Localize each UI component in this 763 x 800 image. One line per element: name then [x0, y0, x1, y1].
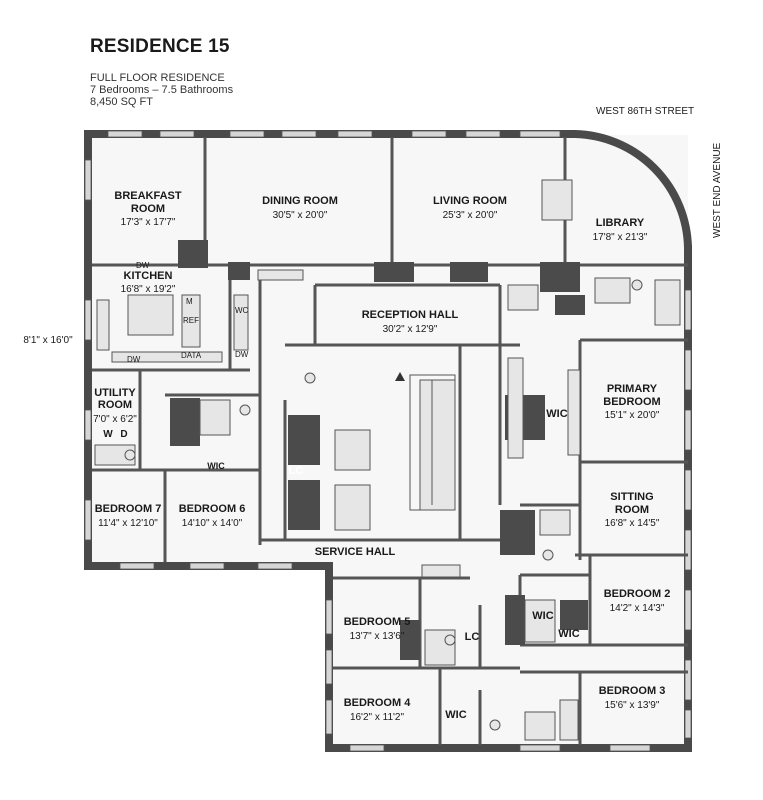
room-labels: BREAKFAST ROOM 17'3" x 17'7" DINING ROOM…	[93, 190, 670, 723]
data-label: DATA	[181, 351, 202, 360]
breakfast-room-name-2: ROOM	[131, 203, 165, 215]
windows	[84, 130, 692, 752]
residence-title: RESIDENCE 15	[90, 36, 230, 57]
kitchen-dims: 16'8" x 19'2"	[121, 284, 176, 295]
dw-label-kitchen: DW	[136, 261, 150, 270]
dw-label-island: DW	[127, 355, 141, 364]
kitchen-name: KITCHEN	[124, 270, 173, 282]
m-label: M	[186, 297, 193, 306]
utility-room-name-2: ROOM	[98, 399, 132, 411]
street-east: WEST END AVENUE	[712, 142, 723, 238]
breakfast-room-dims: 17'3" x 17'7"	[121, 217, 176, 228]
closet-labels: WIC WIC WIC WIC WIC LC LC	[207, 408, 579, 721]
bedroom-3-name: BEDROOM 3	[599, 685, 666, 697]
breakfast-room-name-1: BREAKFAST	[114, 190, 182, 202]
sitting-room-name-1: SITTING	[610, 491, 653, 503]
structural-columns	[170, 240, 588, 660]
bedroom-5-name: BEDROOM 5	[344, 616, 411, 628]
living-room-name: LIVING ROOM	[433, 195, 507, 207]
utility-room-dims: 7'0" x 6'2"	[93, 414, 137, 425]
primary-bedroom-name-1: PRIMARY	[607, 383, 658, 395]
room-fills	[88, 135, 688, 745]
residence-area: 8,450 SQ FT	[90, 96, 153, 108]
dryer-label: D	[120, 429, 127, 440]
wic-label-bedroom2a: WIC	[532, 610, 553, 622]
reception-hall-name: RECEPTION HALL	[362, 309, 459, 321]
bedroom-5-dims: 13'7" x 13'6"	[350, 631, 405, 642]
dining-room-dims: 30'5" x 20'0"	[273, 210, 328, 221]
plan-header: RESIDENCE 15 FULL FLOOR RESIDENCE 7 Bedr…	[90, 36, 233, 108]
bedroom-3-dims: 15'6" x 13'9"	[605, 700, 660, 711]
dining-room-name: DINING ROOM	[262, 195, 338, 207]
bedroom-7-dims: 11'4" x 12'10"	[98, 518, 158, 529]
street-labels: WEST 86TH STREET WEST END AVENUE	[596, 106, 723, 238]
primary-bedroom-name-2: BEDROOM	[603, 396, 660, 408]
library-dims: 17'8" x 21'3"	[593, 232, 648, 243]
washer-label: W	[103, 429, 113, 440]
dw-label-pantry: DW	[235, 350, 249, 359]
ref-label: REF	[183, 316, 199, 325]
residence-rooms: 7 Bedrooms – 7.5 Bathrooms	[90, 84, 234, 96]
wic-label-bedroom4: WIC	[445, 709, 466, 721]
bedroom-6-dims: 14'10" x 14'0"	[182, 518, 243, 529]
reception-hall-dims: 30'2" x 12'9"	[383, 324, 438, 335]
wic-label-bedroom2b: WIC	[558, 628, 579, 640]
primary-bedroom-dims: 15'1" x 20'0"	[605, 410, 660, 421]
bedroom-2-name: BEDROOM 2	[604, 588, 671, 600]
bedroom-4-name: BEDROOM 4	[344, 697, 412, 709]
wic-label-bedroom6: WIC	[207, 461, 225, 471]
stairwell	[395, 372, 456, 511]
sitting-room-dims: 16'8" x 14'5"	[605, 518, 660, 529]
utility-room-name-1: UTILITY	[94, 387, 136, 399]
wic-label-primary: WIC	[546, 408, 567, 420]
wc-label: WC	[235, 306, 249, 315]
lc-label-bedroom5: LC	[465, 631, 480, 643]
library-name: LIBRARY	[596, 217, 645, 229]
bedroom-7-name: BEDROOM 7	[95, 503, 162, 515]
residence-type: FULL FLOOR RESIDENCE	[90, 72, 225, 84]
living-room-dims: 25'3" x 20'0"	[443, 210, 498, 221]
lc-label-service: LC	[289, 465, 304, 477]
service-hall-name: SERVICE HALL	[315, 546, 396, 558]
exterior-dimension: 8'1" x 16'0"	[23, 335, 73, 346]
street-north: WEST 86TH STREET	[596, 106, 694, 117]
fixtures	[94, 179, 681, 741]
bedroom-4-dims: 16'2" x 11'2"	[350, 712, 405, 723]
bedroom-6-name: BEDROOM 6	[179, 503, 246, 515]
sitting-room-name-2: ROOM	[615, 504, 649, 516]
kitchen-appliance-labels: DW DW DW REF M WC DATA W D	[103, 261, 249, 440]
bedroom-2-dims: 14'2" x 14'3"	[610, 603, 665, 614]
